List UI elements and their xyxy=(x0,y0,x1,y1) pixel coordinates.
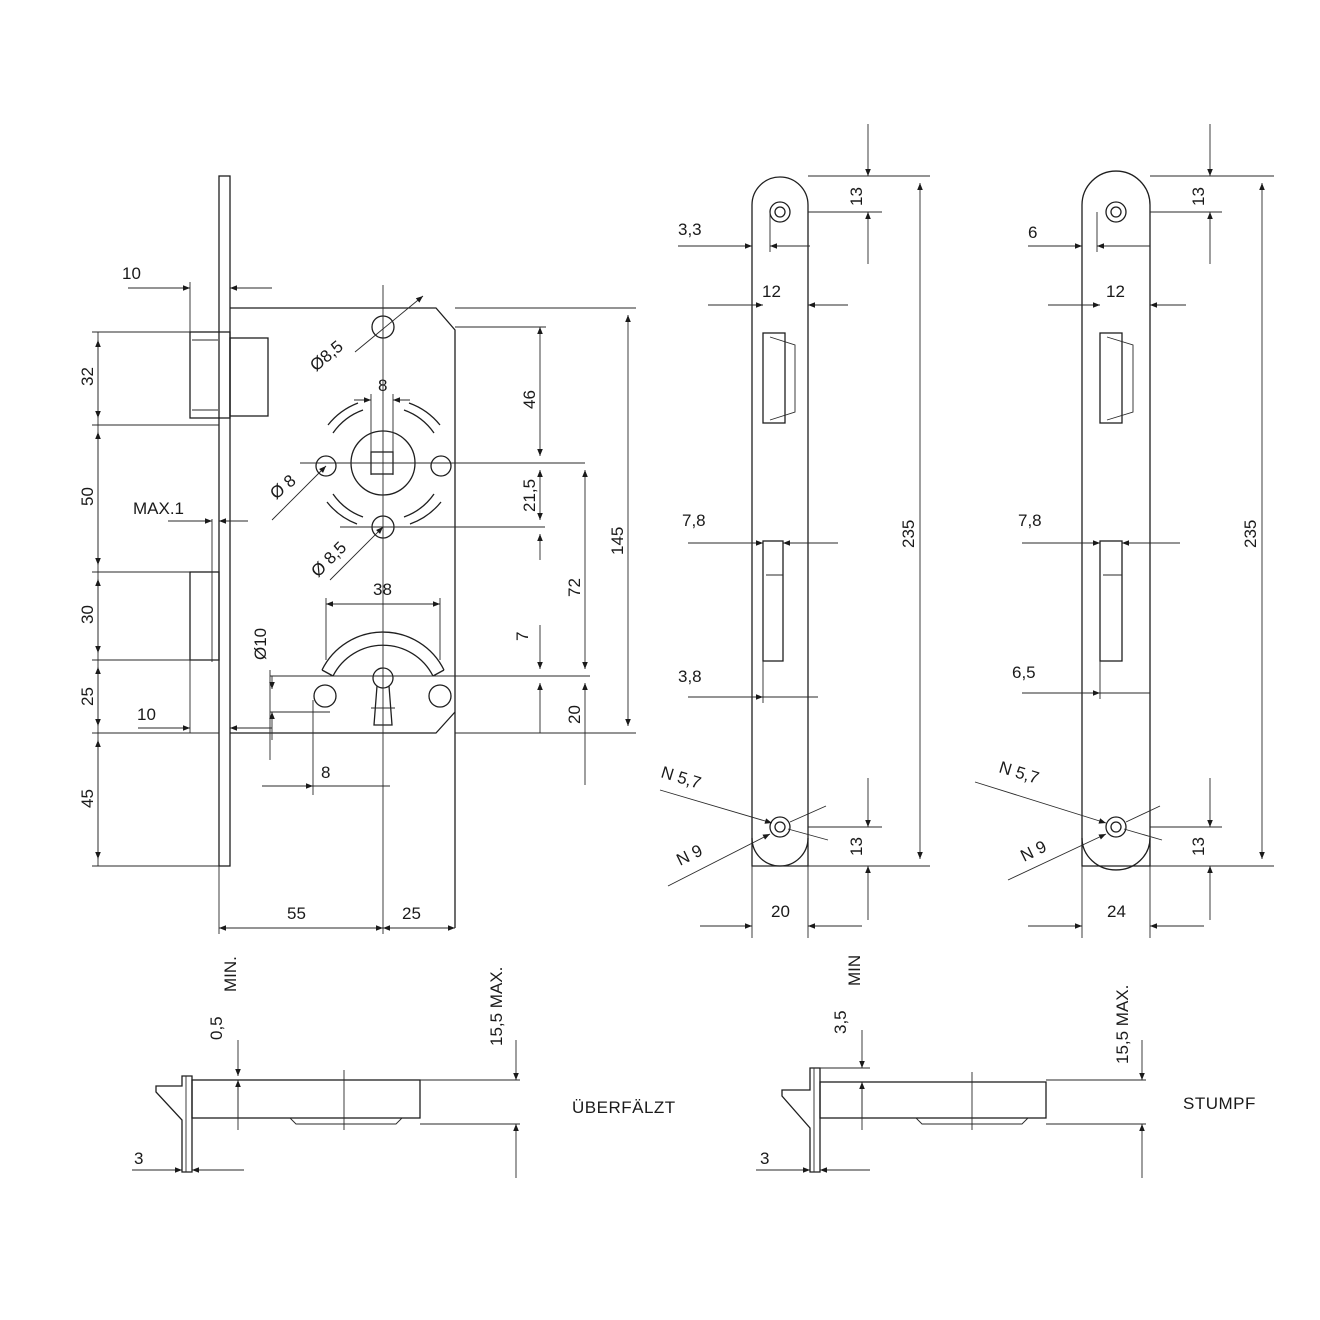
faceplate-view-2: 13 6 12 7,8 6,5 13 235 24 N 5,7 N 9 xyxy=(974,124,1274,938)
fp1-dim-3-8: 3,8 xyxy=(678,667,702,686)
s1-label-min: MIN. xyxy=(221,956,240,992)
dim-10-top: 10 xyxy=(122,264,141,283)
dim-46: 46 xyxy=(520,390,539,409)
fp2-dim-7-8: 7,8 xyxy=(1018,511,1042,530)
fp2-dim-6: 6 xyxy=(1028,223,1037,242)
label-hole-mid: Ø 8 xyxy=(266,471,299,503)
dim-20: 20 xyxy=(565,705,584,724)
s1-type-label: ÜBERFÄLZT xyxy=(572,1098,676,1117)
dim-7: 7 xyxy=(513,632,532,641)
fp1-label-n9: N 9 xyxy=(673,841,705,870)
dim-10-bottom: 10 xyxy=(137,705,156,724)
fp1-dim-20: 20 xyxy=(771,902,790,921)
fp2-label-n5-7: N 5,7 xyxy=(997,758,1041,788)
s2-dim-3-5: 3,5 xyxy=(831,1010,850,1034)
fp2-dim-12: 12 xyxy=(1106,282,1125,301)
label-hole-low: Ø 8,5 xyxy=(307,538,350,581)
dim-72: 72 xyxy=(565,578,584,597)
dim-8-spindle: 8 xyxy=(378,376,387,395)
fp2-dim-235: 235 xyxy=(1241,520,1260,548)
dim-145: 145 xyxy=(608,527,627,555)
dim-50: 50 xyxy=(78,487,97,506)
fp2-dim-6-5: 6,5 xyxy=(1012,663,1036,682)
fp2-label-n9: N 9 xyxy=(1017,837,1049,866)
dim-25-bottom: 25 xyxy=(402,904,421,923)
dim-max1: MAX.1 xyxy=(133,499,184,518)
s1-dim-3: 3 xyxy=(134,1149,143,1168)
section-view-1: 15,5 MAX. 0,5 MIN. 3 ÜBERFÄLZT xyxy=(132,956,676,1178)
lock-front-view: 32 50 30 25 45 10 MAX.1 10 Ø8,5 8 Ø 8 Ø … xyxy=(78,175,636,934)
fp1-dim-7-8: 7,8 xyxy=(682,511,706,530)
section-view-2: 15,5 MAX. 3,5 MIN 3 STUMPF xyxy=(756,955,1256,1178)
s2-dim-15-5-max: 15,5 MAX. xyxy=(1113,985,1132,1064)
s2-label-min: MIN xyxy=(845,955,864,986)
s2-type-label: STUMPF xyxy=(1183,1094,1256,1113)
fp1-dim-13-bottom: 13 xyxy=(847,837,866,856)
dim-38: 38 xyxy=(373,580,392,599)
fp2-dim-13-bottom: 13 xyxy=(1189,837,1208,856)
s1-dim-15-5-max: 15,5 MAX. xyxy=(487,967,506,1046)
dim-25: 25 xyxy=(78,687,97,706)
dim-55: 55 xyxy=(287,904,306,923)
dim-45: 45 xyxy=(78,789,97,808)
s2-dim-3: 3 xyxy=(760,1149,769,1168)
fp2-dim-13-top: 13 xyxy=(1189,187,1208,206)
label-keyhole-dia: Ø10 xyxy=(251,628,270,660)
fp2-dim-24: 24 xyxy=(1107,902,1126,921)
faceplate-view-1: 13 3,3 12 7,8 3,8 13 235 20 N 5,7 N 9 xyxy=(659,124,930,938)
s1-dim-0-5: 0,5 xyxy=(207,1016,226,1040)
fp1-dim-13-top: 13 xyxy=(847,187,866,206)
dim-32: 32 xyxy=(78,367,97,386)
dim-21-5: 21,5 xyxy=(520,479,539,512)
fp1-dim-3-3: 3,3 xyxy=(678,220,702,239)
fp1-dim-12: 12 xyxy=(762,282,781,301)
dim-8-keyhole: 8 xyxy=(321,763,330,782)
fp1-dim-235: 235 xyxy=(899,520,918,548)
label-hole-top: Ø8,5 xyxy=(306,337,346,375)
fp1-label-n5-7: N 5,7 xyxy=(659,763,703,793)
dim-30: 30 xyxy=(78,605,97,624)
